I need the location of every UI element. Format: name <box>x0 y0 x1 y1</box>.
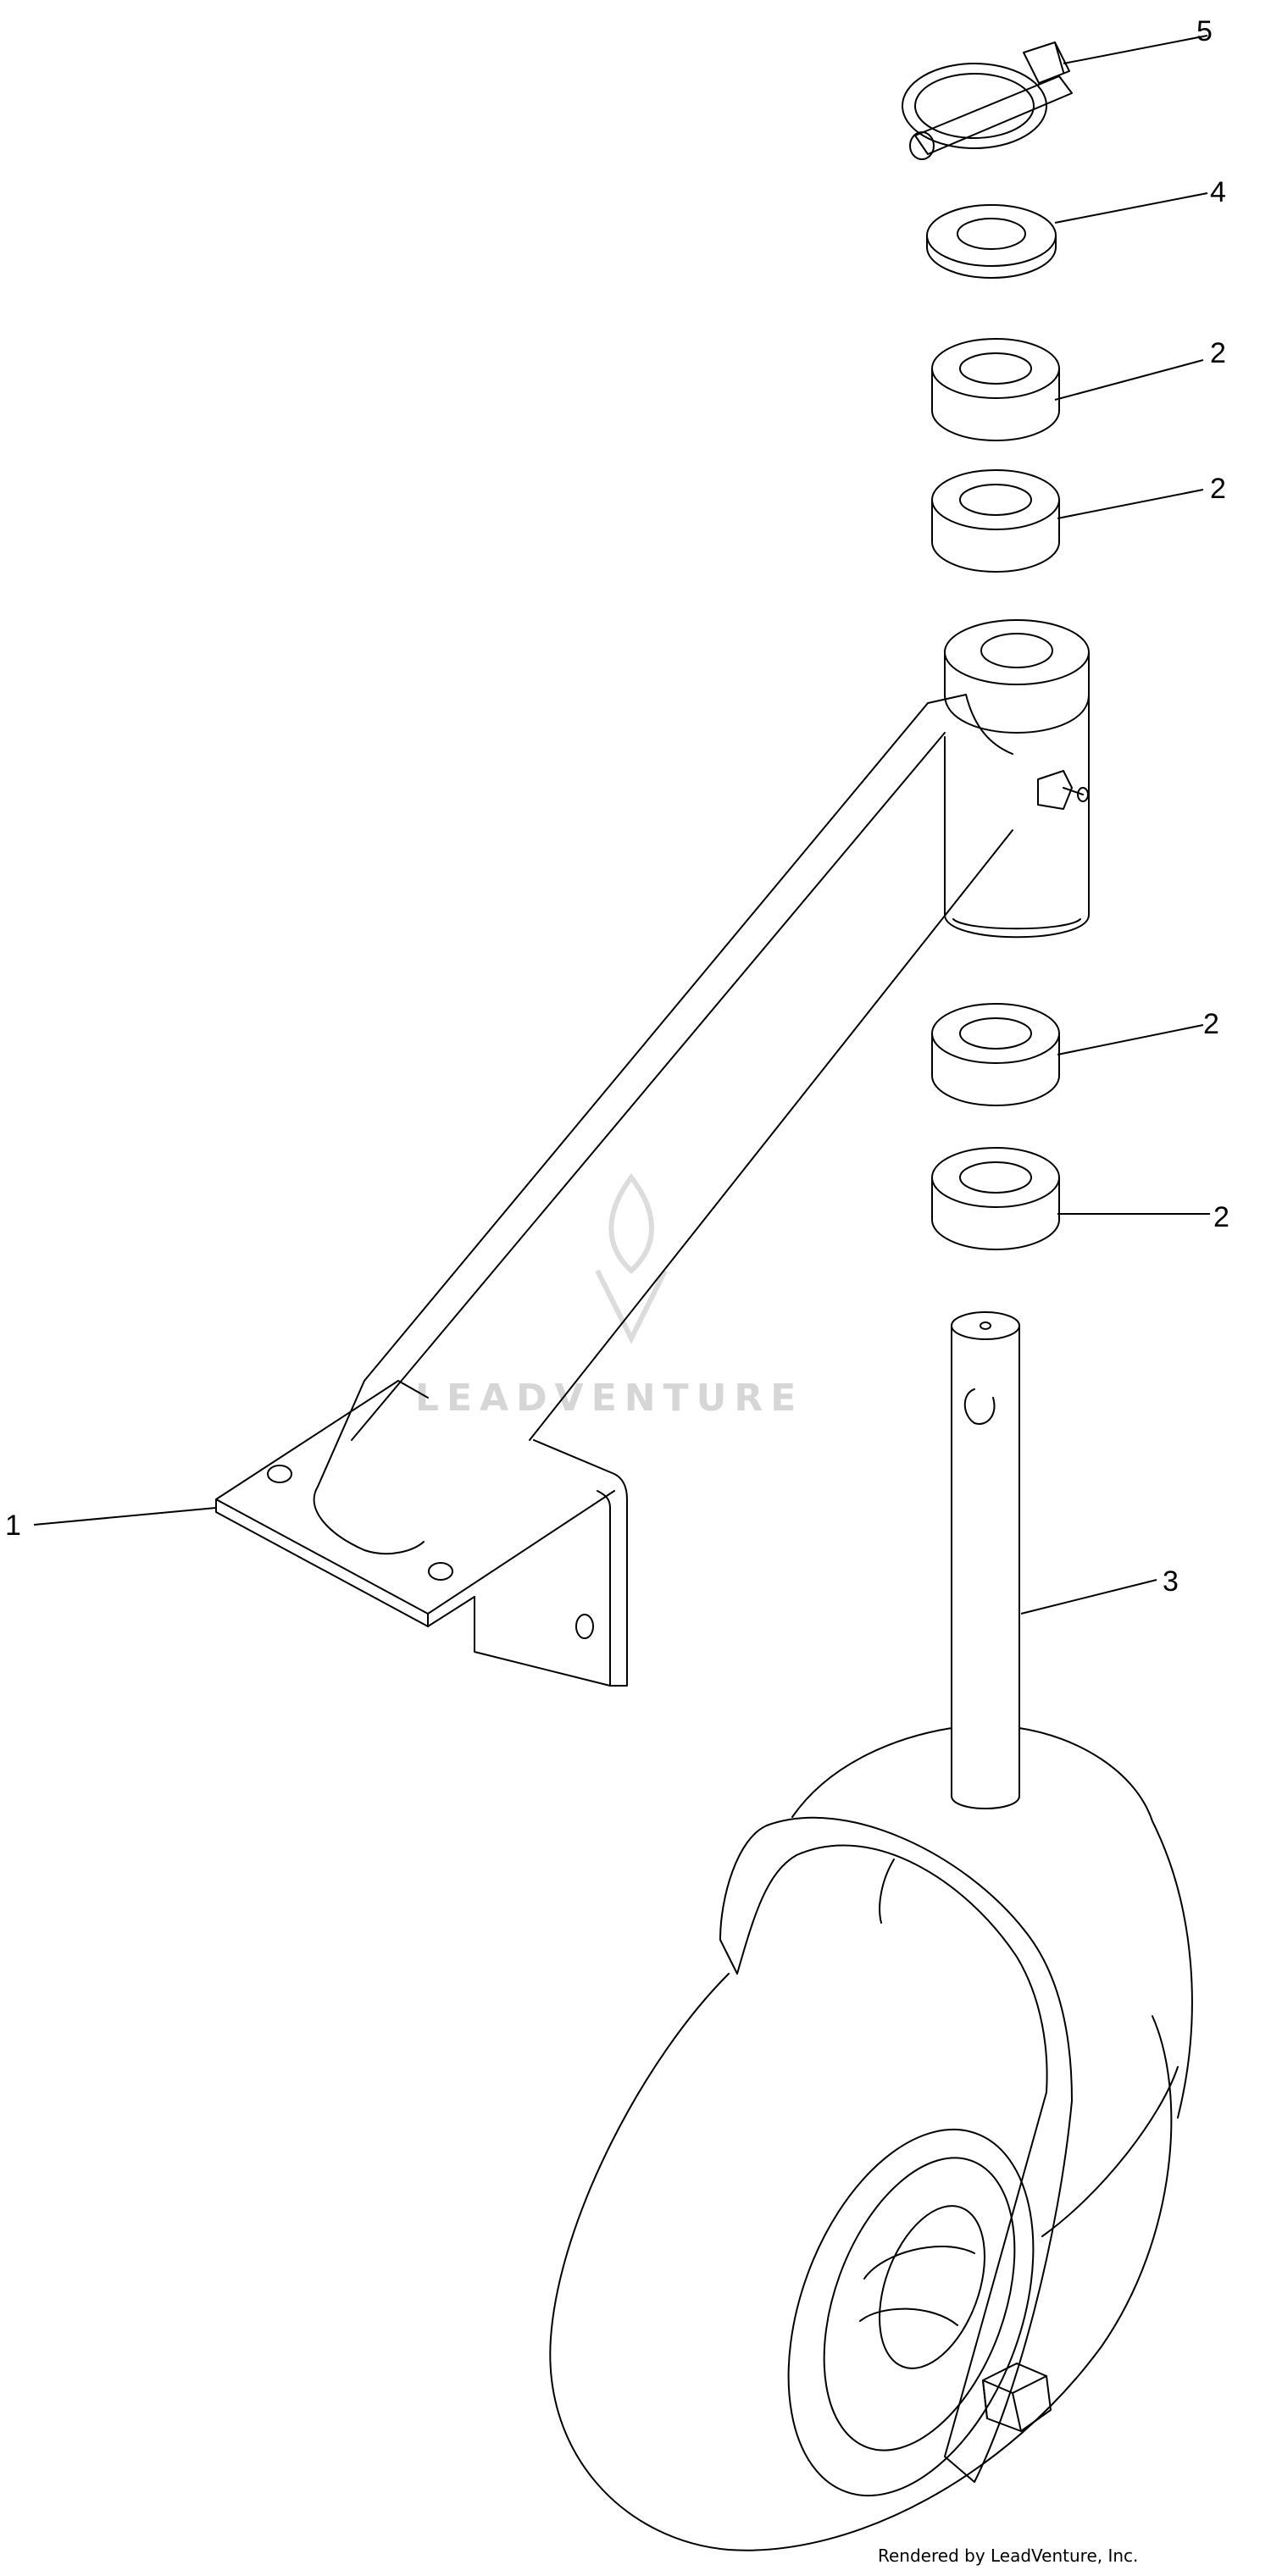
callout-2c: 2 <box>1203 1008 1219 1040</box>
callout-2d: 2 <box>1213 1201 1229 1233</box>
part-1-caster-arm[interactable] <box>215 619 1090 1687</box>
part-3-caster-wheel[interactable] <box>549 1311 1193 2551</box>
leader-4 <box>1054 192 1208 224</box>
callout-5: 5 <box>1196 15 1213 47</box>
footer-credit: Rendered by LeadVenture, Inc. <box>878 2546 1138 2566</box>
callout-3: 3 <box>1163 1565 1179 1598</box>
leader-2a <box>1054 359 1204 401</box>
part-4-washer[interactable] <box>926 204 1057 279</box>
part-2-bushing-1[interactable] <box>931 338 1060 441</box>
flame-logo-icon <box>595 1173 668 1344</box>
leader-3 <box>1020 1579 1157 1615</box>
callout-2a: 2 <box>1210 337 1226 369</box>
part-5-lock-pin[interactable] <box>902 42 1073 160</box>
leader-5 <box>1063 35 1208 64</box>
leader-lines <box>33 35 1210 1615</box>
callout-2b: 2 <box>1210 473 1226 505</box>
leadventure-watermark: LEADVENTURE <box>415 1173 803 1420</box>
callout-4: 4 <box>1210 176 1226 208</box>
leader-2b <box>1057 489 1204 519</box>
part-2-bushing-2[interactable] <box>931 469 1060 573</box>
watermark-text: LEADVENTURE <box>415 1377 803 1420</box>
leader-2c <box>1057 1024 1204 1055</box>
part-2-bushing-4[interactable] <box>931 1147 1060 1250</box>
callout-1: 1 <box>5 1510 21 1542</box>
callouts: 5 4 2 2 2 2 1 3 <box>5 15 1229 1598</box>
leader-1 <box>33 1507 217 1526</box>
part-2-bushing-3[interactable] <box>931 1003 1060 1106</box>
